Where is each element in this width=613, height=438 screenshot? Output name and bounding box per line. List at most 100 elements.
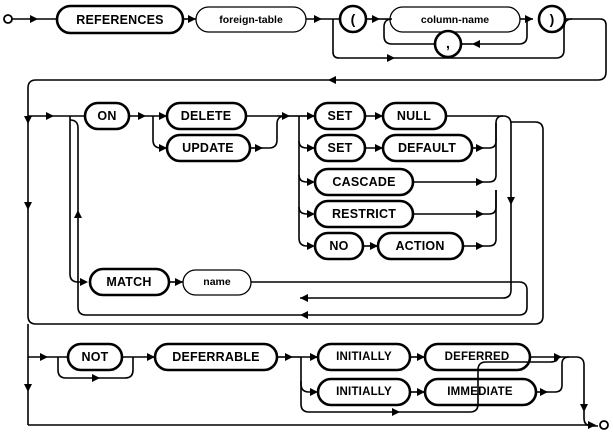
node-cascade: CASCADE (313, 167, 415, 197)
node-comma: , (433, 29, 463, 59)
rail-split-to-update (152, 116, 167, 149)
node-restrict: RESTRICT (313, 199, 415, 229)
rail-comma-loop-left (383, 18, 435, 45)
rail-restrict-rejoin (484, 190, 497, 215)
node-match-label: MATCH (106, 275, 151, 289)
node-initially-immediate-initially: INITIALLY (316, 377, 412, 407)
arrow-comma-loop (472, 40, 480, 48)
arrow-final-collector (580, 404, 588, 412)
arrow-action-collector-left (300, 294, 308, 302)
arrow-bypass-column-list (387, 54, 395, 62)
node-on-label: ON (97, 109, 116, 123)
node-references: REFERENCES (55, 4, 185, 35)
rail-row2-bottom-wrap (27, 121, 544, 325)
node-rparen: ) (537, 4, 567, 34)
start-marker (3, 14, 13, 24)
node-immediate: IMMEDIATE (423, 377, 538, 407)
node-name: name (182, 269, 252, 296)
node-no: NO (313, 231, 365, 261)
node-not-label: NOT (82, 350, 109, 364)
node-deferred: DEFERRED (423, 342, 532, 372)
arrow-after-deferrable (285, 353, 293, 361)
arrow-row2-left-spine (24, 202, 32, 210)
node-cascade-label: CASCADE (332, 175, 395, 189)
rail-initially-fanout (300, 357, 316, 393)
node-null-label: NULL (397, 109, 431, 123)
node-initially1-label: INITIALLY (336, 351, 392, 363)
arrow-after-on (138, 112, 146, 120)
arrow-row1-wrap (328, 76, 336, 84)
node-set2-label: SET (328, 141, 353, 155)
rail-bypass-rejoin (555, 18, 573, 59)
node-not: NOT (66, 342, 124, 372)
arrow-initially-bypass (392, 408, 400, 416)
rail-bypass-column-list (332, 19, 556, 59)
node-foreign-table-label: foreign-table (219, 14, 283, 26)
arrow-restrict-out (476, 210, 484, 218)
node-lparen-label: ( (351, 11, 356, 27)
node-set1-label: SET (328, 109, 353, 123)
arrow-to-name (175, 278, 183, 286)
arrow-cascade-out (476, 178, 484, 186)
arrow-default-out (476, 144, 484, 152)
node-column-name: column-name (389, 6, 521, 33)
rail-to-cascade (298, 174, 313, 183)
node-action: ACTION (376, 231, 465, 261)
node-deferred-label: DEFERRED (445, 351, 510, 363)
node-null: NULL (381, 101, 448, 131)
rail-comma-loop-right (472, 19, 528, 45)
arrow-to-column-name (372, 15, 380, 23)
rail-to-set2 (298, 140, 315, 149)
node-comma-label: , (446, 35, 450, 51)
arrow-action-out (476, 242, 484, 250)
rail-fanout-spine (298, 116, 313, 247)
arrow-row3-entry (40, 353, 48, 361)
arrow-into-action-fanout (282, 112, 290, 120)
node-delete-label: DELETE (181, 109, 232, 123)
rail-immediate-rejoin (548, 356, 570, 393)
node-default: DEFAULT (381, 133, 474, 163)
end-marker (599, 420, 609, 430)
rail-to-restrict (298, 206, 313, 215)
arrow-immediate-out (540, 388, 548, 396)
node-no-label: NO (329, 239, 348, 253)
arrow-to-match (80, 278, 88, 286)
rail-final-collector (562, 356, 585, 418)
node-initially2-label: INITIALLY (336, 386, 392, 398)
node-initially-deferred-initially: INITIALLY (316, 342, 412, 372)
arrow-match-collector-left (300, 311, 308, 319)
rail-action-collector (300, 115, 512, 299)
rail-initially-bypass-rejoin-c (486, 356, 559, 363)
arrow-row3-left-spine (24, 384, 32, 392)
node-name-label: name (203, 276, 231, 288)
rail-row1-to-row2 (27, 18, 607, 108)
arrow-update-out (255, 144, 263, 152)
rail-cascade-rejoin (484, 123, 497, 183)
arrow-to-foreign-table (188, 15, 196, 23)
node-action-label: ACTION (395, 239, 444, 253)
rail-default-rejoin (484, 115, 504, 149)
rail-match-out-loop (69, 119, 528, 316)
node-on: ON (83, 101, 131, 131)
node-immediate-label: IMMEDIATE (447, 386, 513, 398)
rail-update-rejoin (263, 115, 286, 149)
arrow-action-collector-down (507, 197, 515, 205)
node-foreign-table: foreign-table (195, 6, 307, 33)
rail-initially-bypass (300, 381, 470, 413)
node-deferrable: DEFERRABLE (153, 342, 279, 372)
arrow-to-end (588, 421, 596, 429)
arrow-match-loop-up (74, 210, 82, 218)
arrow-row2-into-branch (46, 112, 54, 120)
node-update-label: UPDATE (182, 141, 234, 155)
arrow-after-foreign-table (314, 15, 322, 23)
node-references-label: REFERENCES (76, 13, 163, 27)
node-delete: DELETE (165, 101, 248, 131)
arrow-not-bypass (92, 374, 100, 382)
node-set-default-set: SET (313, 133, 367, 163)
rail-initially-bypass-rejoin-b (477, 361, 487, 371)
node-default-label: DEFAULT (398, 141, 456, 155)
node-rparen-label: ) (550, 11, 555, 27)
node-restrict-label: RESTRICT (332, 207, 396, 221)
